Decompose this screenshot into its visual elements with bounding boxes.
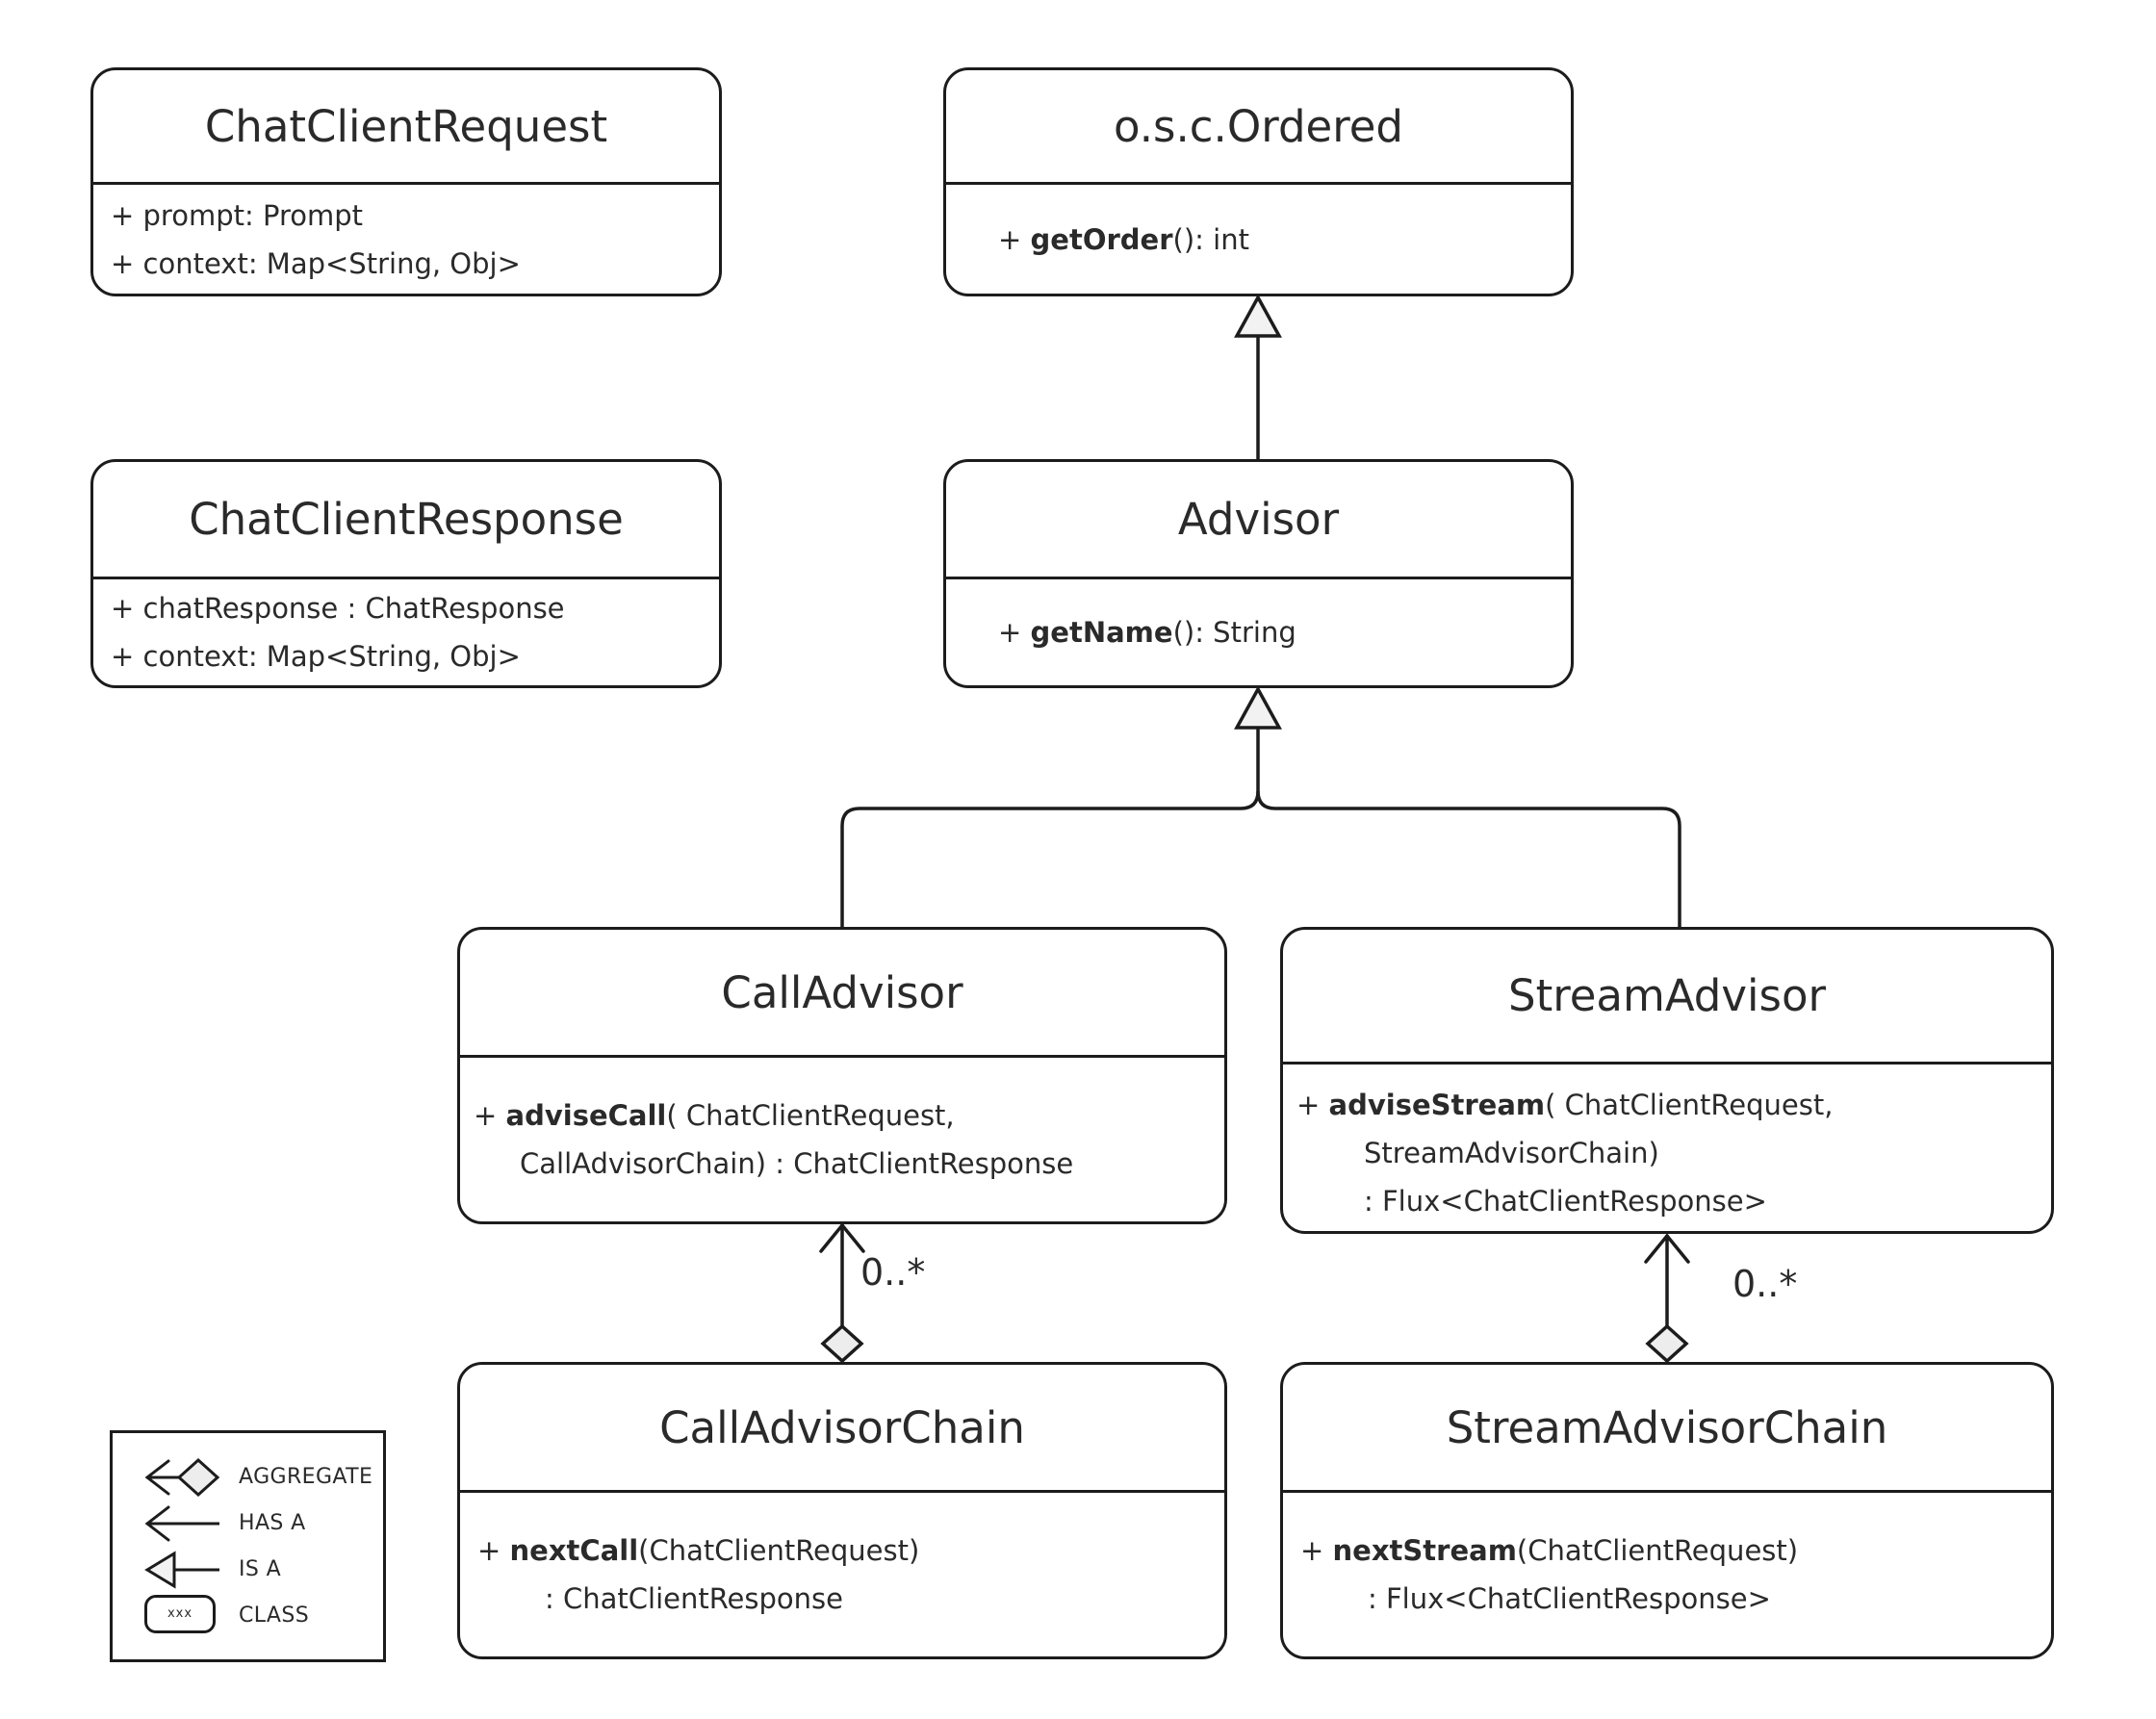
attribute-line: + context: Map<String, Obj> <box>111 640 521 673</box>
multiplicity-label-call: 0..* <box>860 1251 926 1294</box>
attribute-line: + prompt: Prompt <box>111 198 364 232</box>
class-title: o.s.c.Ordered <box>946 70 1571 185</box>
method-line: : ChatClientResponse <box>545 1582 843 1615</box>
class-members: + prompt: Prompt + context: Map<String, … <box>93 185 719 294</box>
is-a-connector-advisor-branch <box>840 685 1681 929</box>
class-title: CallAdvisor <box>460 930 1224 1058</box>
is-a-arrow-icon <box>144 1550 219 1589</box>
class-shape-icon: xxx <box>144 1594 227 1637</box>
hollow-triangle-icon <box>1234 294 1282 338</box>
class-title: StreamAdvisor <box>1283 930 2051 1065</box>
method-line: + adviseCall( ChatClientRequest, <box>474 1099 955 1132</box>
method-line: + nextStream(ChatClientRequest) <box>1300 1534 1799 1567</box>
class-title: StreamAdvisorChain <box>1283 1365 2051 1493</box>
legend-label: IS A <box>239 1557 282 1581</box>
aggregate-arrow-icon <box>144 1457 220 1497</box>
legend-label: HAS A <box>239 1511 306 1535</box>
class-members: + adviseStream( ChatClientRequest, Strea… <box>1283 1065 2051 1231</box>
multiplicity-label-stream: 0..* <box>1732 1263 1798 1305</box>
aggregation-connector-call <box>819 1222 865 1364</box>
is-a-connector-ordered <box>1234 294 1282 461</box>
class-call-advisor-chain: CallAdvisorChain + nextCall(ChatClientRe… <box>457 1362 1227 1659</box>
legend-row-class: xxx CLASS <box>144 1593 383 1639</box>
class-osc-ordered: o.s.c.Ordered + getOrder(): int <box>943 67 1574 296</box>
diamond-icon <box>1645 1323 1689 1364</box>
method-line: StreamAdvisorChain) <box>1364 1136 1659 1169</box>
method-line: + nextCall(ChatClientRequest) <box>477 1534 920 1567</box>
has-a-arrow-icon <box>144 1505 219 1541</box>
class-stream-advisor-chain: StreamAdvisorChain + nextStream(ChatClie… <box>1280 1362 2054 1659</box>
attribute-line: + context: Map<String, Obj> <box>111 246 521 280</box>
class-call-advisor: CallAdvisor + adviseCall( ChatClientRequ… <box>457 927 1227 1224</box>
attribute-line: + chatResponse : ChatResponse <box>111 592 565 625</box>
hollow-triangle-icon <box>1234 685 1282 730</box>
class-title: ChatClientResponse <box>93 462 719 579</box>
class-advisor: Advisor + getName(): String <box>943 459 1574 688</box>
class-sample-chip: xxx <box>144 1594 216 1633</box>
class-members: + adviseCall( ChatClientRequest, CallAdv… <box>460 1058 1224 1221</box>
class-members: + nextCall(ChatClientRequest) : ChatClie… <box>460 1493 1224 1656</box>
method-line: : Flux<ChatClientResponse> <box>1368 1582 1771 1615</box>
class-title: Advisor <box>946 462 1571 579</box>
class-members: + getOrder(): int <box>946 185 1571 294</box>
class-members: + chatResponse : ChatResponse + context:… <box>93 579 719 685</box>
class-stream-advisor: StreamAdvisor + adviseStream( ChatClient… <box>1280 927 2054 1234</box>
method-line: + getOrder(): int <box>998 222 1249 256</box>
legend-row-has-a: HAS A <box>144 1501 383 1547</box>
aggregation-connector-stream <box>1644 1233 1690 1364</box>
legend-row-is-a: IS A <box>144 1547 383 1593</box>
class-title: CallAdvisorChain <box>460 1365 1224 1493</box>
method-line: : Flux<ChatClientResponse> <box>1364 1184 1767 1218</box>
legend-label: AGGREGATE <box>239 1465 373 1489</box>
legend: AGGREGATE HAS A IS A xxx CLASS <box>110 1430 386 1662</box>
class-chat-client-request: ChatClientRequest + prompt: Prompt + con… <box>90 67 722 296</box>
method-line: + adviseStream( ChatClientRequest, <box>1296 1088 1834 1121</box>
legend-label: CLASS <box>239 1604 310 1628</box>
method-line: CallAdvisorChain) : ChatClientResponse <box>520 1147 1074 1180</box>
class-members: + nextStream(ChatClientRequest) : Flux<C… <box>1283 1493 2051 1656</box>
diamond-icon <box>820 1323 864 1364</box>
method-line: + getName(): String <box>998 616 1296 649</box>
class-title: ChatClientRequest <box>93 70 719 185</box>
class-members: + getName(): String <box>946 579 1571 685</box>
class-chat-client-response: ChatClientResponse + chatResponse : Chat… <box>90 459 722 688</box>
legend-row-aggregate: AGGREGATE <box>144 1454 383 1501</box>
